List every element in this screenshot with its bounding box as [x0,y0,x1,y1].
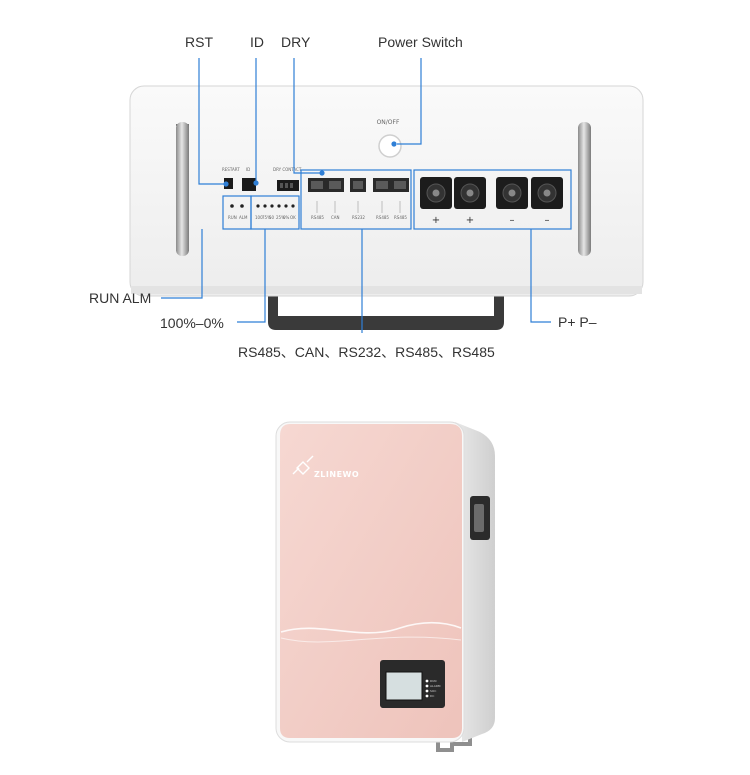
rst-callout-label: RST [185,34,213,50]
id-callout-label: ID [250,34,264,50]
svg-text:DC: DC [430,694,434,698]
svg-text:RS485: RS485 [311,215,324,220]
base-bracket [268,295,504,330]
power-switch-callout-label: Power Switch [378,34,463,50]
svg-text:25%: 25% [276,215,285,220]
power-terminal-group [413,169,572,230]
run-alm-callout-label: RUN ALM [89,290,152,306]
svg-text:RS232: RS232 [352,215,365,220]
terminal-p-minus-1[interactable] [496,177,528,209]
rst-leader [198,58,226,185]
indicator-leds [425,679,429,698]
reset-label: RESTART [222,167,240,172]
rj45-port-4[interactable] [391,178,409,192]
run-led [230,204,234,208]
svg-text:RS485: RS485 [376,215,389,220]
svg-text:RUN: RUN [430,679,437,683]
power-switch[interactable] [378,134,402,158]
id-switch[interactable] [242,178,256,191]
svg-text:75%: 75% [262,215,271,220]
svg-text:ALARM: ALARM [430,684,441,688]
comm-port-group [300,169,412,230]
soc-leader [237,229,266,323]
terminal-p-minus-2[interactable] [531,177,563,209]
soc-led-group [250,195,300,230]
svg-text:100: 100 [255,215,263,220]
run-alm-leader [161,229,203,299]
dry-callout-label: DRY [281,34,311,50]
run-label: RUN [228,215,237,220]
handle-left [176,122,189,256]
svg-text:OK: OK [290,215,296,220]
soc-leds [256,204,295,208]
rack-battery-unit: ON/OFF RESTART ID DRY CONTACT RUN ALM [129,85,644,330]
on-off-label: ON/OFF [377,119,400,126]
alm-label: ALM [239,215,248,220]
indicator-labels: RUN ALARM SOC DC [430,679,441,698]
lcd-screen [385,671,423,701]
svg-text:SOC: SOC [430,689,436,693]
casing-bottom-edge [131,286,642,294]
soc-marks: 100 75% 50 25% 0% OK [255,215,296,220]
terminal-p-plus-1[interactable] [420,177,452,209]
leg-right [436,738,472,752]
svg-text:CAN: CAN [331,215,340,220]
decorative-wave [280,621,462,634]
comm-ports-callout-label: RS485、CAN、RS232、RS485、RS485 [238,344,495,360]
svg-text:RS485: RS485 [394,215,407,220]
soc-callout-label: 100%–0% [160,315,224,331]
rj45-port-2[interactable] [326,178,344,192]
svg-text:+: + [432,215,440,226]
rj45-port-1[interactable] [308,178,326,192]
rj45-port-3[interactable] [373,178,391,192]
port-labels: RS485 CAN RS232 RS485 RS485 [311,215,407,220]
svg-text:0%: 0% [283,215,290,220]
rj11-port[interactable] [350,178,366,192]
wall-battery-unit: ZLINEWO RUN ALARM SOC DC [275,421,495,752]
alm-led [240,204,244,208]
brand-name: ZLINEWO [314,470,359,479]
power-terminals-callout-label: P+ P– [558,314,597,330]
callout-lines [161,58,551,333]
svg-text:–: – [545,215,550,226]
callout-dots [223,141,397,187]
svg-text:+: + [466,215,474,226]
power-switch-leader [397,58,422,145]
terminal-p-plus-2[interactable] [454,177,486,209]
id-label: ID [246,167,250,172]
svg-text:50: 50 [269,215,275,220]
port-tick-lines [316,201,401,213]
terminal-signs: + + – – [432,215,550,226]
svg-text:–: – [510,215,515,226]
handle-right [578,122,591,256]
brand-logo-icon [292,455,314,475]
dry-leader [293,58,322,174]
pink-front-panel [280,424,462,738]
power-terminal-leader [530,229,551,323]
dry-label: DRY CONTACT [273,167,302,172]
